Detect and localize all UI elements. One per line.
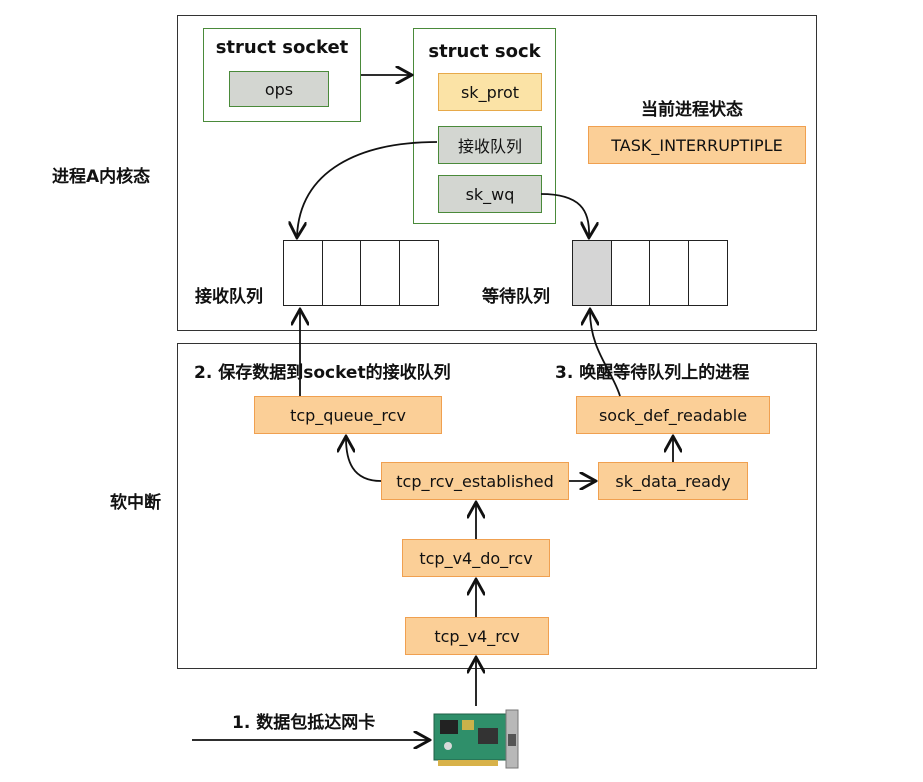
step3-label: 3. 唤醒等待队列上的进程 (555, 363, 750, 383)
process-state-value: TASK_INTERRUPTIPLE (588, 126, 806, 164)
struct-sock-title: struct sock (428, 41, 541, 62)
wait-queue (572, 240, 728, 306)
wait-queue-label: 等待队列 (482, 287, 550, 307)
recv-field-to-queue-arrow (297, 141, 438, 236)
ops-field: ops (229, 71, 329, 107)
wait-queue-slot (687, 240, 728, 306)
step2-label: 2. 保存数据到socket的接收队列 (194, 363, 451, 383)
receive-queue-slot (321, 240, 362, 306)
tcp-v4-do-rcv-box: tcp_v4_do_rcv (402, 539, 550, 577)
receive-queue-field: 接收队列 (438, 126, 542, 164)
sock-def-readable-box: sock_def_readable (576, 396, 770, 434)
sk-prot-field: sk_prot (438, 73, 542, 111)
struct-sock-box: struct sock sk_prot 接收队列 sk_wq (413, 28, 556, 224)
tcp-v4-rcv-box: tcp_v4_rcv (405, 617, 549, 655)
step1-label: 1. 数据包抵达网卡 (232, 713, 376, 733)
process-kernel-label: 进程A内核态 (52, 167, 151, 187)
struct-socket-title: struct socket (215, 37, 349, 58)
network-card-icon (433, 709, 519, 769)
tcp-rcv-established-box: tcp_rcv_established (381, 462, 569, 500)
sk-wq-field: sk_wq (438, 175, 542, 213)
struct-socket-box: struct socket ops (203, 28, 361, 122)
receive-queue-label: 接收队列 (195, 287, 263, 307)
receive-queue-slot (283, 240, 324, 306)
wait-queue-slot (649, 240, 690, 306)
receive-queue-slot (398, 240, 439, 306)
process-state-title: 当前进程状态 (641, 100, 743, 120)
wait-queue-slot (610, 240, 651, 306)
readable-to-waitqueue-arrow (590, 311, 621, 397)
tcp-queue-rcv-box: tcp_queue_rcv (254, 396, 442, 434)
sk-data-ready-box: sk_data_ready (598, 462, 748, 500)
skwq-to-waitqueue-arrow (540, 193, 589, 236)
softirq-label: 软中断 (110, 493, 161, 513)
receive-queue (283, 240, 439, 306)
established-to-queuercv-arrow (346, 438, 382, 482)
receive-queue-slot (360, 240, 401, 306)
